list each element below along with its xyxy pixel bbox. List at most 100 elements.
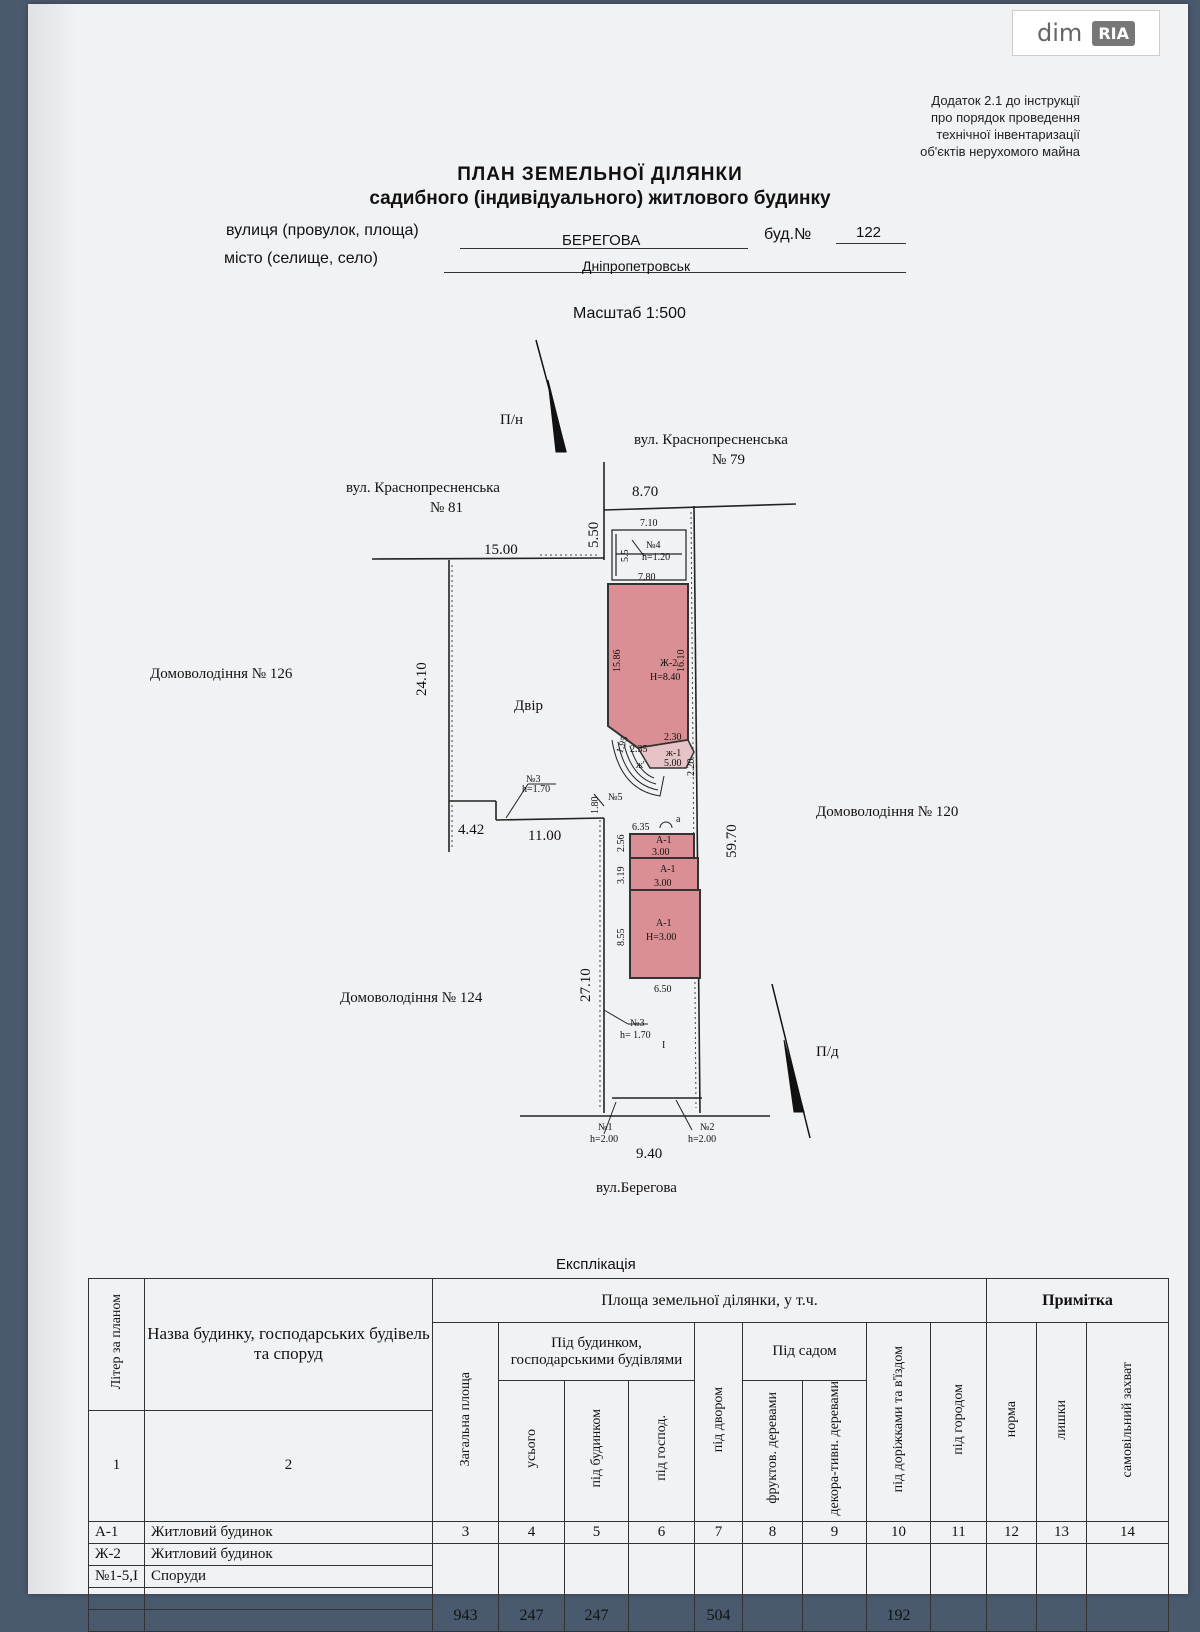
header-name: Назва будинку, господарських будівель та… — [144, 1278, 433, 1411]
neighbor-west: Домоволодіння № 126 — [150, 666, 293, 682]
colnum-11: 11 — [929, 1520, 988, 1544]
total-under-household — [628, 1542, 695, 1632]
dim-a-s1: 2.56 — [616, 835, 627, 853]
dim-left-lower: 27.10 — [578, 968, 594, 1002]
header-norm: норма — [986, 1322, 1038, 1522]
fence-hatch — [451, 511, 697, 1109]
total-excess — [1036, 1542, 1088, 1632]
dim-shed-side: 5.5 — [620, 550, 631, 563]
dim-a-top: 6.35 — [632, 822, 650, 833]
city-label: місто (селище, село) — [224, 250, 378, 267]
dim-top-width: 8.70 — [632, 484, 658, 500]
header-vegetable: під городом — [929, 1322, 988, 1522]
struct-n2-height: h=2.00 — [688, 1134, 716, 1145]
neighbor-north-right-street: вул. Краснопресненська — [634, 432, 788, 448]
zh1-code: ж-1 — [665, 748, 681, 759]
colnum-6: 6 — [628, 1520, 695, 1544]
a1-bot-code: А-1 — [656, 918, 672, 929]
dim-zh1-left: 1.95 — [614, 735, 630, 755]
street-bottom: вул.Берегова — [596, 1180, 677, 1196]
struct-n4-height: h=1.20 — [642, 552, 670, 563]
header-garden: Під садом — [742, 1322, 867, 1381]
city-value: Дніпропетровськ — [582, 258, 691, 274]
plot-boundary — [371, 462, 797, 1117]
struct-n3a-label: №3 — [526, 774, 541, 785]
row-litera: А-1 — [88, 1520, 145, 1544]
header-seizure: самовільний захват — [1086, 1322, 1170, 1522]
dim-zh2-right: 16.10 — [676, 650, 687, 673]
zh2-code: Ж-2 — [660, 658, 677, 669]
neighbor-north-left-number: № 81 — [430, 500, 463, 516]
colnum-9: 9 — [802, 1520, 867, 1544]
row-name: Житловий будинок — [144, 1542, 433, 1566]
appendix-line: об'єктів нерухомого майна — [920, 144, 1080, 159]
total-area: 943 — [432, 1542, 499, 1632]
yard-label: Двір — [514, 698, 543, 714]
city-underline — [444, 272, 906, 273]
street-underline — [460, 248, 748, 249]
house-label: буд.№ — [764, 226, 812, 243]
porch-mark — [659, 821, 673, 829]
dim-step-width: 4.42 — [458, 822, 484, 838]
header-under-buildings: Під будинком, господарськими будівлями — [498, 1322, 695, 1381]
colnum-13: 13 — [1036, 1520, 1088, 1544]
house-value: 122 — [856, 224, 882, 241]
row-name: Споруди — [144, 1564, 433, 1588]
appendix-note: Додаток 2.1 до інструкції про порядок пр… — [860, 92, 1080, 160]
dim-zh2-top: 7.80 — [638, 572, 656, 583]
stair-arcs — [611, 739, 665, 797]
colnum-2: 2 — [144, 1409, 433, 1522]
dim-step-bottom: 11.00 — [528, 828, 561, 844]
a1-top-height: 3.00 — [652, 847, 670, 858]
sheet-edge — [28, 4, 78, 1594]
dim-zh2-left: 15.86 — [612, 650, 623, 673]
row-name: Житловий будинок — [144, 1520, 433, 1544]
header-total: Загальна площа — [432, 1322, 499, 1522]
dim-left-height: 24.10 — [414, 662, 430, 696]
struct-n3b-height: h= 1.70 — [620, 1030, 651, 1041]
struct-n5-label: №5 — [608, 792, 623, 803]
struct-n1-height: h=2.00 — [590, 1134, 618, 1145]
dim-a-s2: 3.19 — [616, 867, 627, 885]
north-label: П/н — [500, 412, 523, 428]
dim-a-s3: 8.55 — [616, 929, 627, 947]
struct-n2-label: №2 — [700, 1122, 715, 1133]
header-all: усього — [498, 1380, 565, 1522]
a1-mid-code: А-1 — [660, 864, 676, 875]
a1-bot-height: Н=3.00 — [646, 932, 676, 943]
document-subtitle: садибного (індивідуального) житлового бу… — [369, 188, 831, 209]
neighbor-east: Домоволодіння № 120 — [816, 804, 958, 820]
watermark-brand: dim — [1037, 19, 1083, 47]
total-under-house: 247 — [564, 1542, 629, 1632]
struct-n4-label: №4 — [646, 540, 661, 551]
dim-right-length: 59.70 — [724, 824, 740, 858]
total-yard: 504 — [694, 1542, 743, 1632]
colnum-3: 3 — [432, 1520, 499, 1544]
mark-one: I — [662, 1040, 665, 1051]
header-under-household: під господ. — [628, 1380, 695, 1522]
struct-n3a-height: h=1.70 — [522, 784, 550, 795]
header-note: Примітка — [986, 1278, 1170, 1323]
document-title: ПЛАН ЗЕМЕЛЬНОЇ ДІЛЯНКИ — [457, 164, 743, 185]
colnum-1: 1 — [88, 1409, 145, 1522]
header-area: Площа земельної ділянки, у т.ч. — [431, 1278, 988, 1323]
colnum-7: 7 — [694, 1520, 743, 1544]
colnum-14: 14 — [1086, 1520, 1170, 1544]
appendix-line: технічної інвентаризації — [936, 127, 1080, 142]
building-a1 — [629, 833, 701, 979]
explication-table: Літер за планом Назва будинку, господарс… — [88, 1278, 1170, 1632]
dim-bottom-width: 9.40 — [636, 1146, 662, 1162]
watermark-logo: dim RIA — [1012, 10, 1160, 56]
total-roads: 192 — [866, 1542, 931, 1632]
header-fruit: фруктов. деревами — [742, 1380, 803, 1522]
south-label: П/д — [816, 1044, 839, 1060]
colnum-8: 8 — [742, 1520, 803, 1544]
empty-cell — [144, 1586, 433, 1610]
mark-a: а — [676, 814, 681, 825]
header-litera: Літер за планом — [88, 1278, 145, 1411]
colnum-12: 12 — [986, 1520, 1038, 1544]
leader-lines — [505, 539, 693, 1135]
south-arrow-icon — [771, 983, 811, 1139]
appendix-line: про порядок проведення — [930, 110, 1080, 125]
